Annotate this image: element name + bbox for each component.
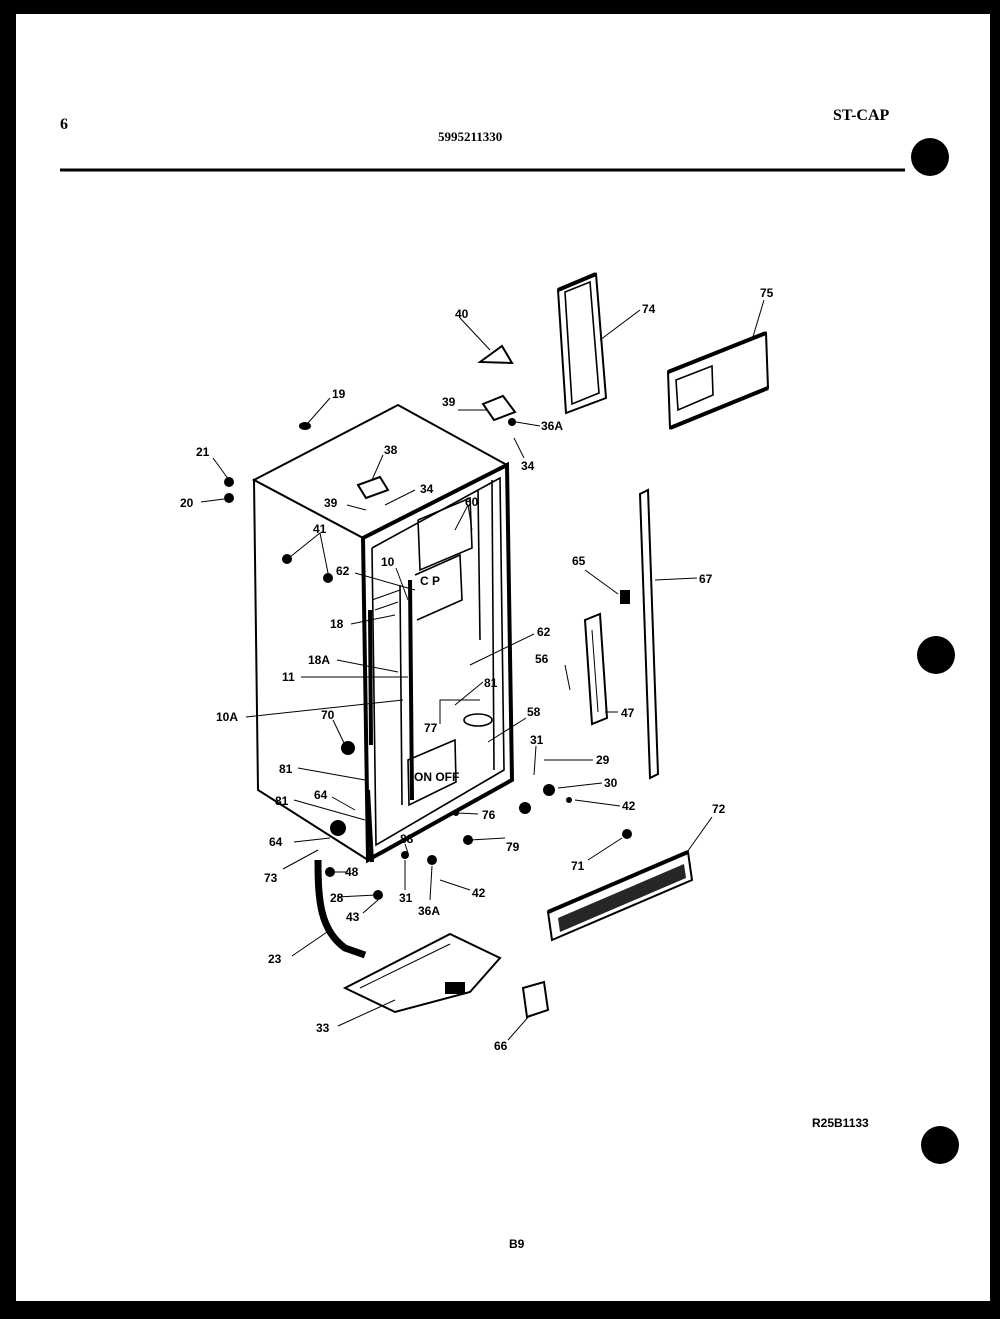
drawing-code: R25B1133 <box>812 1116 869 1130</box>
page-number: 6 <box>60 116 68 133</box>
callout-label: 66 <box>494 1039 508 1053</box>
callout-label: 34 <box>521 459 535 473</box>
callout-label: 62 <box>537 625 551 639</box>
callout-label: 76 <box>482 808 496 822</box>
callout-label: 30 <box>604 776 618 790</box>
callout-label: 56 <box>535 652 549 666</box>
callout-label: 88 <box>400 832 414 846</box>
callout-label: 28 <box>330 891 344 905</box>
callout-label: 33 <box>316 1021 330 1035</box>
callout-label: 74 <box>642 302 656 316</box>
callout-label: 29 <box>596 753 610 767</box>
svg-text:C P: C P <box>420 574 440 588</box>
model-code: ST-CAP <box>833 107 890 124</box>
callout-label: 73 <box>264 871 278 885</box>
punch-hole-icon <box>921 1126 959 1164</box>
gasket-74-drawing <box>556 272 608 415</box>
callout-label: 71 <box>571 859 585 873</box>
callout-label: 34 <box>420 482 434 496</box>
section-code: B9 <box>509 1237 525 1251</box>
svg-text:ON OFF: ON OFF <box>414 770 459 784</box>
callout-label: 75 <box>760 286 774 300</box>
grille-72-drawing <box>546 850 694 942</box>
callout-label: 11 <box>282 670 295 684</box>
callout-label: 70 <box>321 708 335 722</box>
callout-label: 39 <box>324 496 338 510</box>
callout-label: 18A <box>308 653 330 667</box>
callout-label: 38 <box>384 443 398 457</box>
callout-label: 64 <box>314 788 328 802</box>
callout-label: 47 <box>621 706 635 720</box>
callout-label: 10 <box>381 555 395 569</box>
punch-hole-icon <box>917 636 955 674</box>
callout-label: 42 <box>472 886 486 900</box>
callout-label: 39 <box>442 395 456 409</box>
callout-label: 21 <box>196 445 210 459</box>
panel-75-drawing <box>666 331 770 430</box>
callout-label: 18 <box>330 617 344 631</box>
callout-label: 62 <box>336 564 350 578</box>
callout-label: 77 <box>424 721 438 735</box>
callout-label: 58 <box>527 705 541 719</box>
callout-label: 31 <box>399 891 413 905</box>
callout-label: 41 <box>313 522 327 536</box>
callout-label: 64 <box>269 835 283 849</box>
callout-label: 65 <box>572 554 586 568</box>
callout-label: 36A <box>541 419 563 433</box>
callout-label: 42 <box>622 799 636 813</box>
cabinet-drawing: ON OFF C P <box>251 403 515 864</box>
callout-label: 81 <box>484 676 498 690</box>
callout-label: 19 <box>332 387 346 401</box>
punch-hole-icon <box>911 138 949 176</box>
leader-lines <box>200 299 765 1041</box>
callout-label: 10A <box>216 710 238 724</box>
callout-label: 43 <box>346 910 360 924</box>
part-number: 5995211330 <box>438 129 502 144</box>
callout-label: 40 <box>455 307 469 321</box>
callout-label: 31 <box>530 733 544 747</box>
callout-label: 23 <box>268 952 282 966</box>
callout-label: 20 <box>180 496 194 510</box>
callout-label: 81 <box>275 794 289 808</box>
callout-label: 81 <box>279 762 293 776</box>
callout-label: 67 <box>699 572 713 586</box>
callout-label: 36A <box>418 904 440 918</box>
callout-label: 48 <box>345 865 359 879</box>
callout-label: 60 <box>465 495 479 509</box>
callout-label: 79 <box>506 840 520 854</box>
callout-label: 72 <box>712 802 726 816</box>
drain-pan-33-drawing <box>342 932 502 1014</box>
